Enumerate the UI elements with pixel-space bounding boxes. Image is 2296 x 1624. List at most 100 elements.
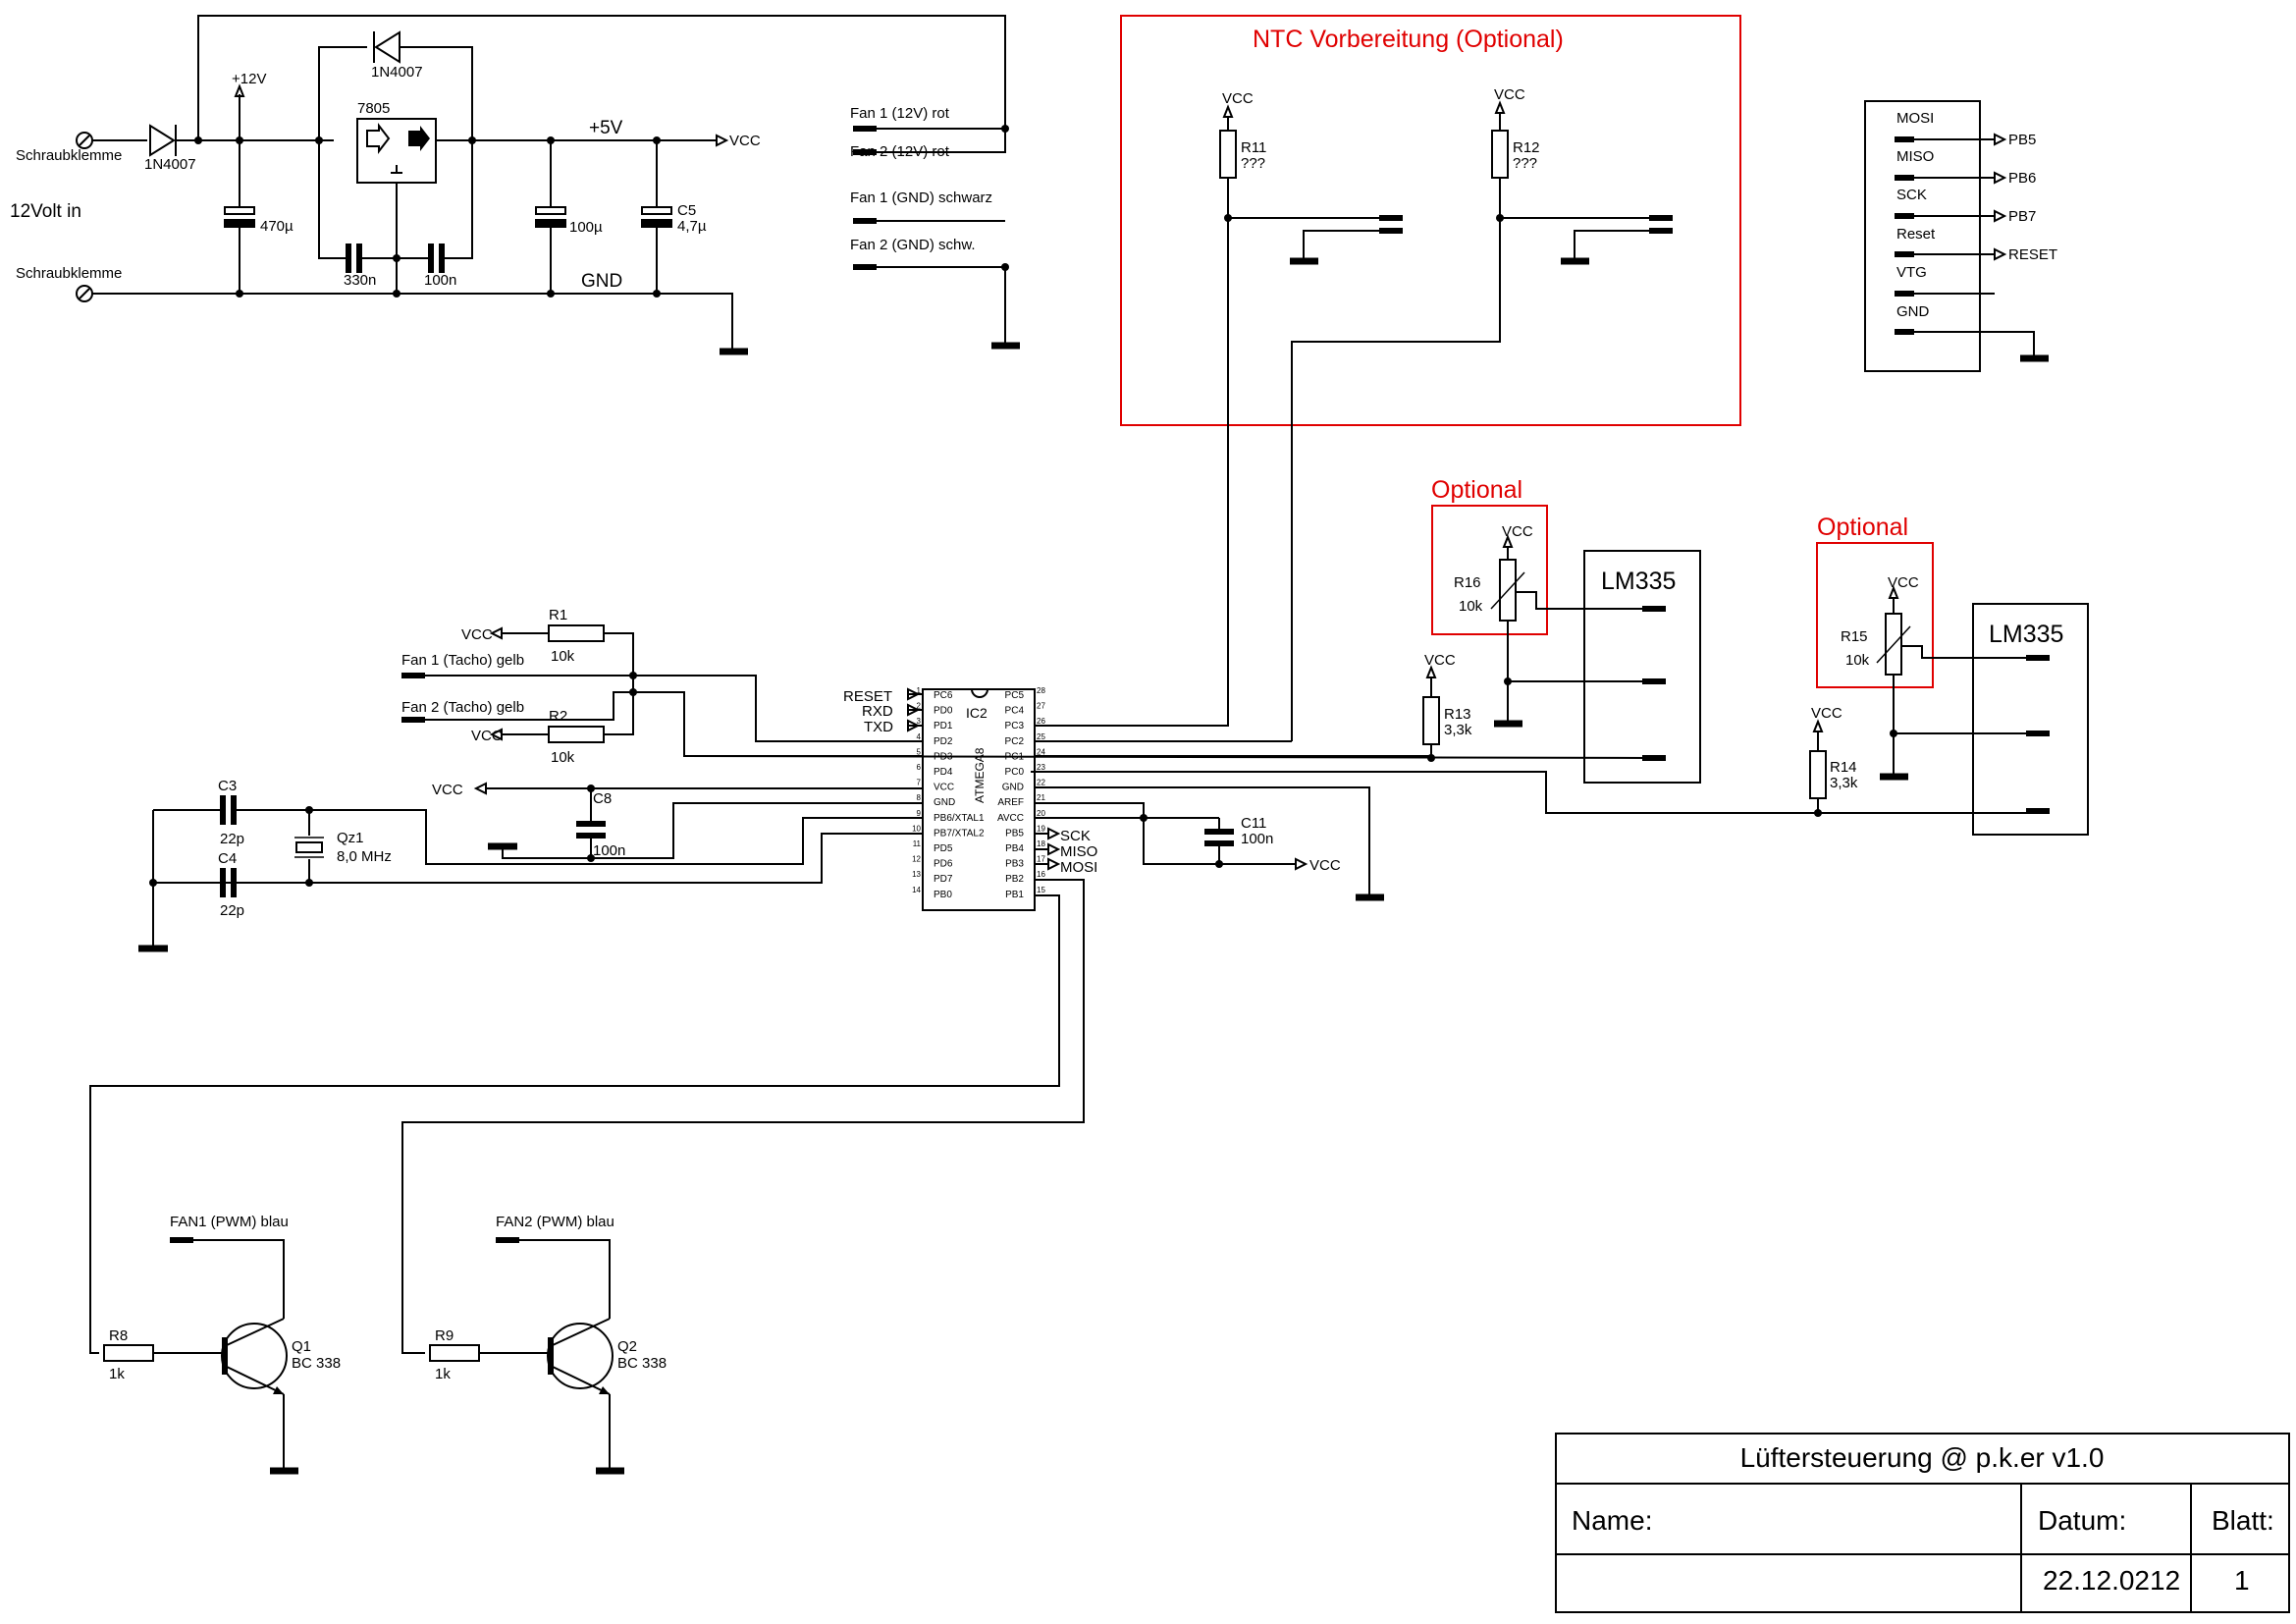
isp-pin-gnd: GND <box>1896 303 1930 320</box>
mcu-right-pin-number: 18 <box>1037 839 1045 848</box>
mcu-left-pin-label: PD7 <box>934 874 953 885</box>
mcu-left-pin-number: 1 <box>917 686 922 695</box>
r1-name: R1 <box>549 607 567 623</box>
isp-pin-mosi: MOSI <box>1896 110 1934 127</box>
mcu-right-pin-number: 26 <box>1037 717 1045 726</box>
r11 <box>1219 130 1237 179</box>
mcu-left-pin-number: 12 <box>912 855 921 864</box>
optional-label-1: Optional <box>1431 476 1522 504</box>
c100u-label: 100µ <box>569 219 603 236</box>
c3-name: C3 <box>218 778 237 794</box>
r2-vcc: VCC <box>471 728 503 744</box>
lm335-2-label: LM335 <box>1989 621 2063 648</box>
sensor-1-section: Optional VCC R16 10k LM335 VCC R13 3,3k <box>686 476 1701 784</box>
mcu-left-pin-number: 11 <box>913 839 922 848</box>
mcu-left-pin-label: PD5 <box>934 843 953 854</box>
mcu-right-pin-label: PB3 <box>1005 859 1024 870</box>
mcu-left-pin-number: 10 <box>912 824 921 833</box>
isp-pin-vtg: VTG <box>1896 264 1927 281</box>
input-voltage-label: 12Volt in <box>10 201 81 222</box>
isp-target-reset: RESET <box>2008 246 2057 263</box>
atmega8-chip <box>922 688 1036 911</box>
isp-target-pb7: PB7 <box>2008 208 2036 225</box>
r13-name: R13 <box>1444 706 1471 723</box>
mcu-right-pin-label: AREF <box>997 797 1024 808</box>
date-value: 22.12.0212 <box>2043 1565 2180 1596</box>
mcu-name: IC2 <box>966 705 988 721</box>
r15-value: 10k <box>1845 652 1870 669</box>
mcu-section: IC2 ATMEGA8 PC61PD02PD13PD24PD35PD46VCC7… <box>843 686 1097 911</box>
mcu-left-pin-number: 6 <box>917 763 922 772</box>
r11-value: ??? <box>1241 155 1265 172</box>
sensor-2-section: Optional VCC R15 10k LM335 VCC R14 3,3k <box>1031 514 2089 836</box>
diode-bypass-label: 1N4007 <box>371 64 423 81</box>
mcu-right-pin-label: PC1 <box>1005 751 1025 762</box>
r8-name: R8 <box>109 1327 128 1344</box>
mcu-out-miso: MISO <box>1060 843 1097 860</box>
q1-name: Q1 <box>292 1338 311 1355</box>
isp-target-pb6: PB6 <box>2008 170 2036 187</box>
mcu-left-pins: PC61PD02PD13PD24PD35PD46VCC7GND8PB6/XTAL… <box>912 686 985 900</box>
isp-box <box>1864 100 1981 372</box>
date-label: Datum: <box>2038 1505 2126 1536</box>
vcc-out-label: VCC <box>729 133 761 149</box>
r13 <box>1422 696 1440 745</box>
mcu-left-pin-number: 5 <box>917 747 922 756</box>
q1-value: BC 338 <box>292 1355 341 1372</box>
mcu-left-pin-label: PB6/XTAL1 <box>934 813 985 824</box>
mcu-right-pin-number: 20 <box>1037 809 1045 818</box>
c100n-label: 100n <box>424 272 456 289</box>
optional-box-2 <box>1816 542 1934 688</box>
c5-value: 4,7µ <box>677 218 707 235</box>
qz1-name: Qz1 <box>337 830 364 846</box>
r2-value: 10k <box>551 749 575 766</box>
optional-box-1 <box>1431 505 1548 635</box>
mcu-vcc-label: VCC <box>432 782 463 798</box>
mcu-right-pin-label: PB1 <box>1005 890 1024 900</box>
c3-value: 22p <box>220 831 244 847</box>
title-text: Lüftersteuerung @ p.k.er v1.0 <box>1740 1442 2105 1473</box>
c8-value: 100n <box>593 842 625 859</box>
mcu-right-pin-label: PC3 <box>1005 721 1025 731</box>
optional-label-2: Optional <box>1817 514 1908 541</box>
mcu-left-pin-label: GND <box>934 797 955 808</box>
pwm-fan2-label: FAN2 (PWM) blau <box>496 1214 614 1230</box>
mcu-right-pin-label: PB5 <box>1005 828 1024 839</box>
mcu-left-pin-number: 2 <box>917 702 922 711</box>
mcu-left-pin-number: 7 <box>917 779 922 787</box>
r15-name: R15 <box>1841 628 1868 645</box>
c4-name: C4 <box>218 850 237 867</box>
isp-header: MOSI MISO SCK Reset VTG GND PB5 PB6 PB7 … <box>1864 100 2057 372</box>
mcu-left-pin-number: 8 <box>917 793 922 802</box>
terminal-bottom-label: Schraubklemme <box>16 265 122 282</box>
gnd-label: GND <box>581 271 622 292</box>
mcu-right-pin-label: PC2 <box>1005 736 1025 747</box>
r1-value: 10k <box>551 648 575 665</box>
r2-name: R2 <box>549 708 567 725</box>
r1-vcc: VCC <box>461 626 493 643</box>
terminal-top-label: Schraubklemme <box>16 147 122 164</box>
r16-name: R16 <box>1454 574 1481 591</box>
fan2-gnd-label: Fan 2 (GND) schw. <box>850 237 976 253</box>
lm335-1-label: LM335 <box>1601 568 1676 595</box>
lm335-1 <box>1583 550 1701 784</box>
r12-value: ??? <box>1513 155 1537 172</box>
r14-vcc: VCC <box>1811 705 1842 722</box>
mcu-right-pin-label: AVCC <box>997 813 1024 824</box>
r16-vcc: VCC <box>1502 523 1533 540</box>
mcu-left-pin-number: 13 <box>912 870 921 879</box>
ntc-box <box>1120 15 1741 426</box>
isp-target-pb5: PB5 <box>2008 132 2036 148</box>
r11-name: R11 <box>1241 139 1266 156</box>
isp-pin-reset: Reset <box>1896 226 1936 243</box>
mcu-left-pin-number: 3 <box>917 717 922 726</box>
mcu-part: ATMEGA8 <box>973 747 987 803</box>
mcu-right-pin-label: PC5 <box>1005 690 1025 701</box>
regulator-label: 7805 <box>357 100 390 117</box>
r14-name: R14 <box>1830 759 1857 776</box>
mcu-right-pin-label: GND <box>1002 783 1024 793</box>
mcu-out-reset: RESET <box>843 688 892 705</box>
r14 <box>1809 750 1827 799</box>
